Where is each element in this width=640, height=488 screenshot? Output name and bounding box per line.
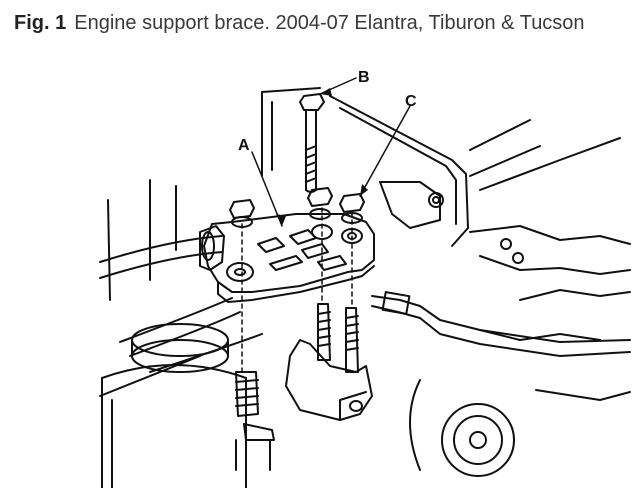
left-frame-lines bbox=[107, 179, 177, 301]
callout-c: C bbox=[405, 93, 417, 110]
nut-left bbox=[229, 199, 255, 228]
figure-label: Fig. 1 bbox=[14, 12, 67, 34]
nut-b bbox=[307, 187, 333, 220]
pulley bbox=[409, 379, 631, 477]
cable bbox=[371, 291, 631, 357]
lower-mount bbox=[285, 339, 373, 421]
alignment-lines bbox=[241, 207, 353, 373]
nut-c bbox=[339, 193, 365, 224]
mount-block bbox=[199, 225, 225, 271]
callout-a: A bbox=[238, 137, 250, 154]
callout-arrowheads bbox=[276, 88, 368, 226]
bolt-b bbox=[299, 93, 325, 193]
engine-block-outline bbox=[469, 119, 631, 341]
callout-b: B bbox=[358, 69, 370, 86]
reservoir bbox=[101, 323, 247, 488]
engine-support-brace-illustration: A B C bbox=[99, 69, 631, 488]
support-brace bbox=[203, 213, 375, 303]
figure-description: Engine support brace. 2004-07 Elantra, T… bbox=[74, 12, 585, 34]
lower-bracket bbox=[235, 423, 275, 471]
callout-leaders bbox=[251, 77, 411, 227]
figure-caption: Fig. 1 Engine support brace. 2004-07 Elan… bbox=[14, 8, 585, 38]
